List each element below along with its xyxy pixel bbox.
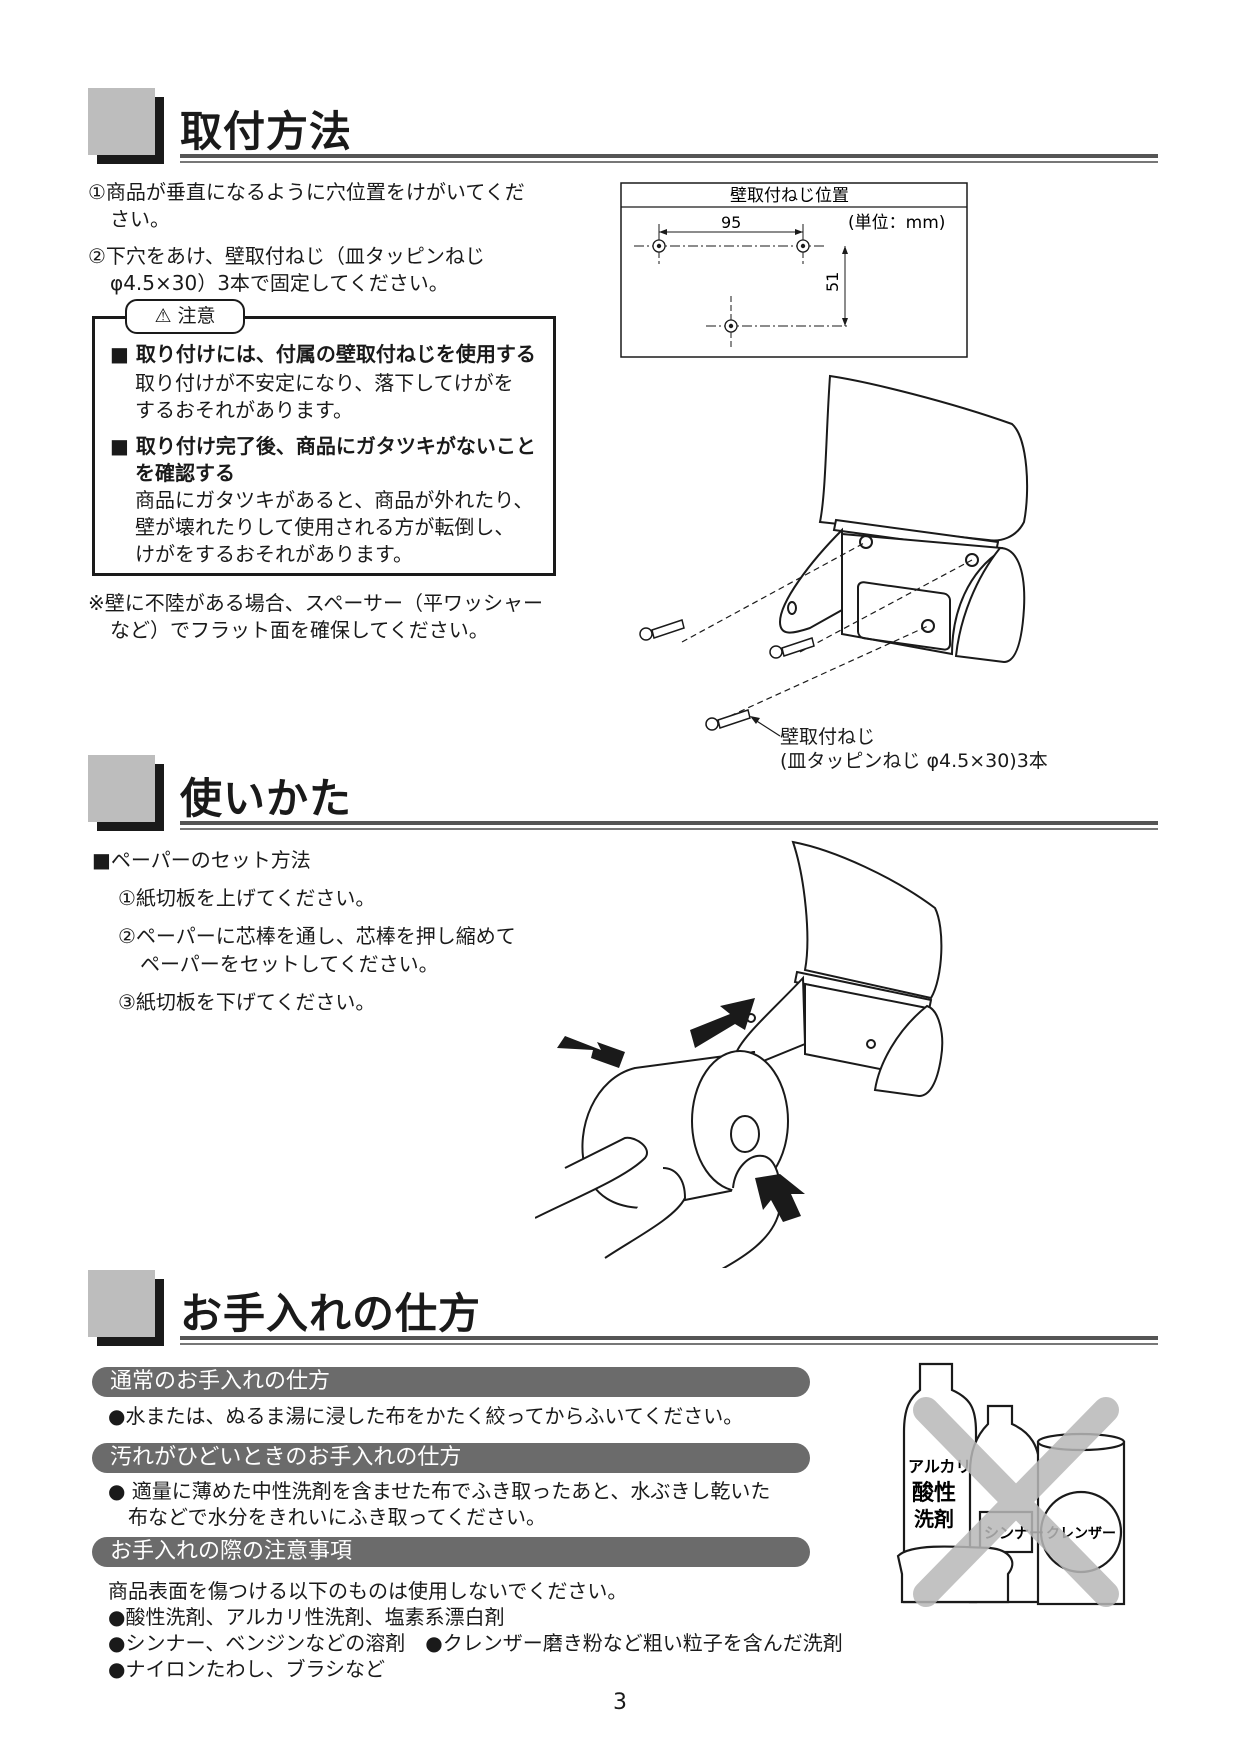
caution-item-1-detail: するおそれがあります。 (135, 398, 353, 422)
care-notice-intro: 商品表面を傷つける以下のものは使用しないでください。 (108, 1579, 628, 1603)
care-normal-text: ●水または、ぬるま湯に浸した布をかたく絞ってからふいてください。 (108, 1404, 744, 1428)
header-square (88, 755, 155, 822)
care-notice-item: ●シンナー、ベンジンなどの溶剤 ●クレンザー磨き粉など粗い粒子を含んだ洗剤 (108, 1631, 843, 1655)
caution-item-1: ■ 取り付けには、付属の壁取付ねじを使用する (110, 342, 536, 366)
header-rule (180, 821, 1158, 825)
install-note: ※壁に不陸がある場合、スペーサー（平ワッシャー (88, 591, 543, 615)
caution-item-2-detail: 壁が壊れたりして使用される方が転倒し、 (135, 515, 515, 539)
care-dirty-title: 汚れがひどいときのお手入れの仕方 (92, 1443, 810, 1473)
screw-position-diagram: 壁取付ねじ位置 (単位：mm) 95 51 (620, 182, 968, 358)
page-number: 3 (613, 1690, 627, 1715)
dim-vertical: 51 (823, 272, 842, 292)
install-step-1-cont: さい。 (110, 207, 170, 231)
bottle1-label-3: 洗剤 (914, 1507, 954, 1531)
section-title: お手入れの仕方 (180, 1289, 482, 1338)
diagram-unit: (単位：mm) (848, 213, 945, 233)
header-square (88, 88, 155, 155)
paper-setting-illustration (535, 840, 944, 1268)
usage-step-2-cont: ペーパーをセットしてください。 (140, 952, 439, 976)
care-notice-item: ●ナイロンたわし、ブラシなど (108, 1657, 386, 1681)
install-step-1: ①商品が垂直になるように穴位置をけがいてくだ (88, 180, 525, 204)
header-rule-thin (180, 161, 1158, 163)
caution-item-2-detail: けがをするおそれがあります。 (135, 542, 413, 566)
section-header-usage: 使いかた (88, 755, 1158, 850)
holder-installation-illustration (639, 374, 1029, 737)
care-notice-item: ●酸性洗剤、アルカリ性洗剤、塩素系漂白剤 (108, 1605, 505, 1629)
usage-heading: ■ペーパーのセット方法 (92, 848, 311, 872)
usage-step-3: ③紙切板を下げてください。 (118, 990, 376, 1014)
header-rule-thin (180, 1343, 1158, 1345)
forbidden-cleaners-illustration: アルカリ 酸性 洗剤 シンナー クレンザー (896, 1362, 1126, 1607)
header-rule (180, 1336, 1158, 1340)
section-header-install: 取付方法 (88, 88, 1158, 183)
usage-step-2: ②ペーパーに芯棒を通し、芯棒を押し縮めて (118, 924, 516, 948)
dim-horizontal: 95 (721, 213, 741, 232)
bottle1-label-1: アルカリ (908, 1457, 971, 1476)
caution-item-2: ■ 取り付け完了後、商品にガタツキがないこと (110, 434, 536, 458)
bottle1-label-2: 酸性 (912, 1481, 956, 1506)
header-rule (180, 154, 1158, 158)
care-dirty-text: ● 適量に薄めた中性洗剤を含ませた布でふき取ったあと、水ぶきし乾いた (108, 1479, 771, 1503)
caution-item-1-detail: 取り付けが不安定になり、落下してけがを (135, 371, 514, 395)
screw-label-spec: (皿タッピンねじ φ4.5×30)3本 (780, 750, 1048, 772)
install-note-cont: など）でフラット面を確保してください。 (110, 618, 489, 642)
section-title: 使いかた (180, 774, 353, 823)
header-square (88, 1270, 155, 1337)
caution-label: ⚠ 注意 (125, 299, 245, 334)
section-header-care: お手入れの仕方 (88, 1270, 1158, 1365)
section-title: 取付方法 (180, 107, 353, 156)
screw-label: 壁取付ねじ (780, 726, 876, 748)
diagram-title: 壁取付ねじ位置 (730, 186, 849, 206)
care-normal-title: 通常のお手入れの仕方 (92, 1367, 810, 1397)
install-step-2: ②下穴をあけ、壁取付ねじ（皿タッピンねじ (88, 244, 485, 268)
install-step-2-cont: φ4.5×30）3本で固定してください。 (110, 271, 449, 295)
caution-item-2-cont: を確認する (135, 461, 235, 485)
usage-step-1: ①紙切板を上げてください。 (118, 886, 376, 910)
care-notice-title: お手入れの際の注意事項 (92, 1537, 810, 1567)
care-dirty-text-cont: 布などで水分をきれいにふき取ってください。 (128, 1505, 546, 1529)
caution-box (92, 316, 556, 576)
caution-item-2-detail: 商品にガタツキがあると、商品が外れたり、 (135, 488, 534, 512)
header-rule-thin (180, 828, 1158, 830)
